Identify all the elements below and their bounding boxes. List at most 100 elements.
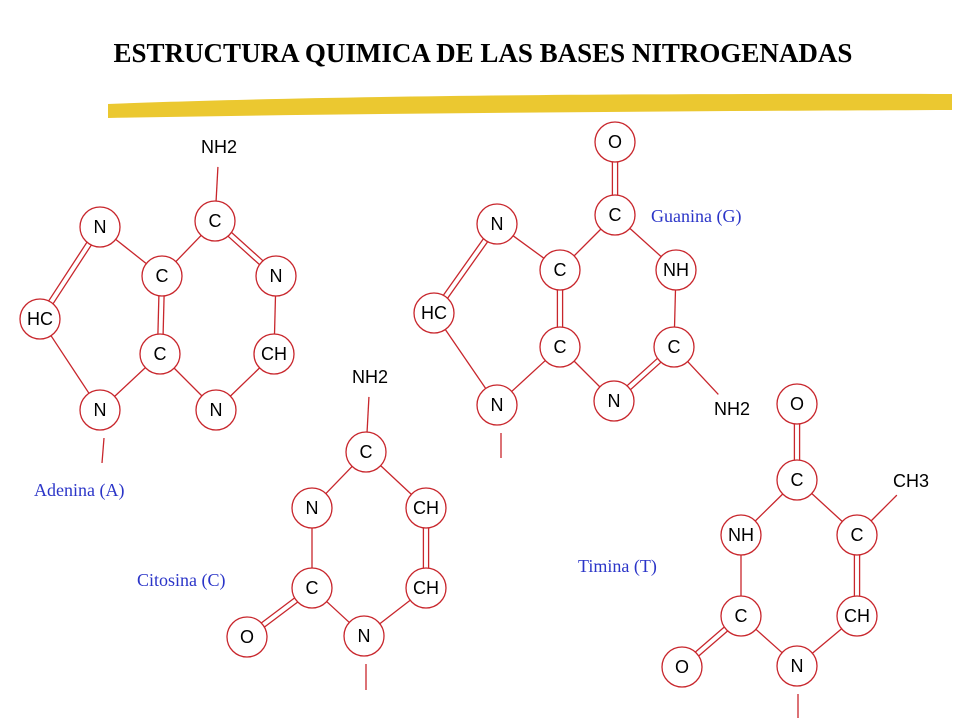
atom-circle xyxy=(655,249,697,291)
atom-circle xyxy=(593,380,635,422)
atom-n: N xyxy=(79,389,121,431)
atom-circle xyxy=(476,384,518,426)
page-title: ESTRUCTURA QUIMICA DE LAS BASES NITROGEN… xyxy=(114,38,853,68)
bond-line xyxy=(162,296,165,335)
atom-circle xyxy=(226,616,268,658)
bond-line xyxy=(52,244,92,305)
bond-line xyxy=(273,295,277,335)
atom-symbol: C xyxy=(554,337,567,357)
atom-symbol: CH xyxy=(261,344,287,364)
atom-circle xyxy=(139,333,181,375)
atom-ch: CH xyxy=(253,333,295,375)
atom-circle xyxy=(594,121,636,163)
atom-symbol: HC xyxy=(421,303,447,323)
atom-n: N xyxy=(343,615,385,657)
bond-line xyxy=(695,626,725,653)
atom-c: C xyxy=(141,255,183,297)
bond-line xyxy=(380,465,412,495)
atom-n: N xyxy=(291,487,333,529)
atom-symbol: N xyxy=(94,400,107,420)
atom-circle xyxy=(343,615,385,657)
bond-line xyxy=(755,628,783,654)
atom-circle xyxy=(776,383,818,425)
bond-line xyxy=(870,494,898,522)
atom-symbol: NH xyxy=(728,525,754,545)
atom-nh: NH xyxy=(655,249,697,291)
bond-line xyxy=(326,601,350,623)
atom-symbol: NH2 xyxy=(714,399,750,419)
bond-line xyxy=(215,166,219,202)
atom-c: C xyxy=(594,194,636,236)
atom-symbol: C xyxy=(791,470,804,490)
bond-line xyxy=(173,367,203,397)
atom-circle xyxy=(79,206,121,248)
atom-c: C xyxy=(539,249,581,291)
atom-symbol: N xyxy=(491,395,504,415)
atom-n: N xyxy=(776,645,818,687)
atom-symbol: N xyxy=(306,498,319,518)
bond-line xyxy=(512,235,545,259)
bond-line xyxy=(261,597,295,624)
atom-symbol: C xyxy=(156,266,169,286)
atom-nh2: NH2 xyxy=(352,367,388,387)
atom-n: N xyxy=(195,389,237,431)
bond-line xyxy=(698,630,728,657)
bond-line xyxy=(442,238,484,296)
atom-circle xyxy=(253,333,295,375)
atom-ch3: CH3 xyxy=(893,471,929,491)
atom-symbol: N xyxy=(270,266,283,286)
atom-circle xyxy=(653,326,695,368)
bond-line xyxy=(811,493,843,522)
atom-symbol: NH2 xyxy=(352,367,388,387)
atom-circle xyxy=(720,595,762,637)
atom-symbol: N xyxy=(210,400,223,420)
atom-symbol: CH3 xyxy=(893,471,929,491)
bond-line xyxy=(379,599,411,625)
atom-ch: CH xyxy=(405,567,447,609)
atom-circle xyxy=(194,200,236,242)
atom-n: N xyxy=(476,203,518,245)
bond-line xyxy=(157,295,160,334)
bond-line xyxy=(48,241,88,302)
bond-line xyxy=(50,335,90,394)
atom-circle xyxy=(291,487,333,529)
atom-symbol: C xyxy=(554,260,567,280)
bond-line xyxy=(573,360,601,388)
atom-symbol: C xyxy=(609,205,622,225)
atom-o: O xyxy=(594,121,636,163)
atom-circle xyxy=(255,255,297,297)
atom-hc: HC xyxy=(413,292,455,334)
atom-symbol: N xyxy=(94,217,107,237)
bond-line xyxy=(114,367,146,397)
atom-symbol: CH xyxy=(413,578,439,598)
atom-c: C xyxy=(291,567,333,609)
bond-line xyxy=(229,367,261,397)
atom-symbol: O xyxy=(240,627,254,647)
atom-nh2: NH2 xyxy=(714,399,750,419)
atom-c: C xyxy=(194,200,236,242)
atom-symbol: N xyxy=(791,656,804,676)
atom-n: N xyxy=(476,384,518,426)
atom-symbol: C xyxy=(306,578,319,598)
atom-n: N xyxy=(255,255,297,297)
molecule-name-guanina: Guanina (G) xyxy=(651,206,741,227)
atom-circle xyxy=(405,567,447,609)
atom-symbol: N xyxy=(608,391,621,411)
bond-line xyxy=(673,289,677,328)
atom-symbol: C xyxy=(735,606,748,626)
bond-line xyxy=(629,227,662,258)
atom-o: O xyxy=(776,383,818,425)
atom-symbol: N xyxy=(491,214,504,234)
atom-circle xyxy=(195,389,237,431)
atom-circle xyxy=(79,389,121,431)
bond-line xyxy=(227,235,260,266)
atom-circle xyxy=(476,203,518,245)
bond-line xyxy=(444,329,487,389)
atom-circle xyxy=(19,298,61,340)
atom-symbol: HC xyxy=(27,309,53,329)
atom-c: C xyxy=(345,431,387,473)
highlighter-stroke xyxy=(108,93,952,118)
